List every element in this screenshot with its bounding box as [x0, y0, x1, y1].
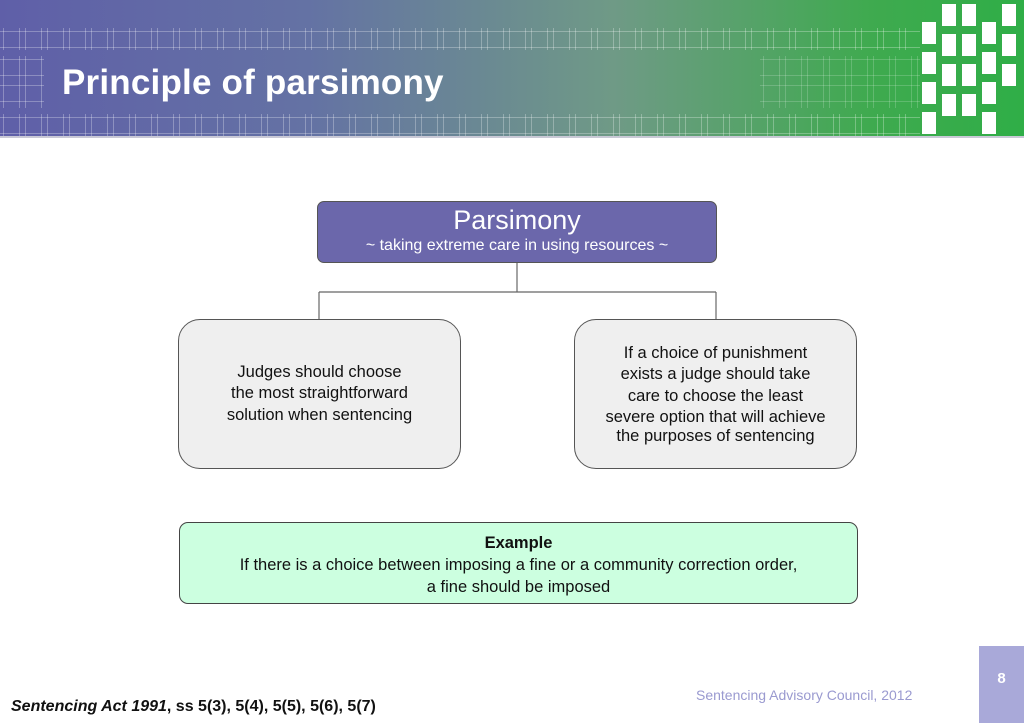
page-number: 8 [997, 670, 1006, 687]
header-pattern-bottom [0, 114, 920, 136]
header-pattern-top [0, 28, 920, 50]
right-child-line: If a choice of punishment [623, 343, 808, 362]
example-box: Example If there is a choice between imp… [179, 522, 858, 604]
right-child-line: exists a judge should take [620, 365, 811, 384]
example-line: a fine should be imposed [426, 578, 611, 596]
right-child-line: the purposes of sentencing [616, 427, 815, 446]
root-subtitle: ~ taking extreme care in using resources… [365, 237, 669, 254]
right-child-box: If a choice of punishment exists a judge… [574, 319, 857, 469]
example-label: Example [484, 534, 553, 552]
slide-title: Principle of parsimony [62, 63, 444, 102]
left-child-line: Judges should choose [237, 362, 402, 381]
right-child-line: care to choose the least [627, 386, 804, 405]
footer-organisation: Sentencing Advisory Council, 2012 [696, 687, 913, 703]
example-line: If there is a choice between imposing a … [239, 556, 798, 574]
citation-act: Sentencing Act 1991 [11, 698, 167, 715]
right-child-line: severe option that will achieve [605, 408, 826, 427]
legal-citation: Sentencing Act 1991, ss 5(3), 5(4), 5(5)… [11, 698, 376, 716]
root-heading: Parsimony [453, 205, 581, 235]
header-pattern-right [760, 56, 920, 108]
parsimony-root-box: Parsimony ~ taking extreme care in using… [317, 201, 717, 263]
header-divider [0, 136, 1024, 138]
left-child-line: solution when sentencing [226, 405, 413, 424]
left-child-box: Judges should choose the most straightfo… [178, 319, 461, 469]
left-child-line: the most straightforward [230, 384, 408, 403]
header-banner [0, 0, 1024, 138]
council-logo-icon [922, 4, 1016, 134]
page-number-tab: 8 [979, 646, 1024, 723]
citation-sections: , ss 5(3), 5(4), 5(5), 5(6), 5(7) [166, 698, 376, 715]
header-pattern-left [0, 56, 44, 108]
